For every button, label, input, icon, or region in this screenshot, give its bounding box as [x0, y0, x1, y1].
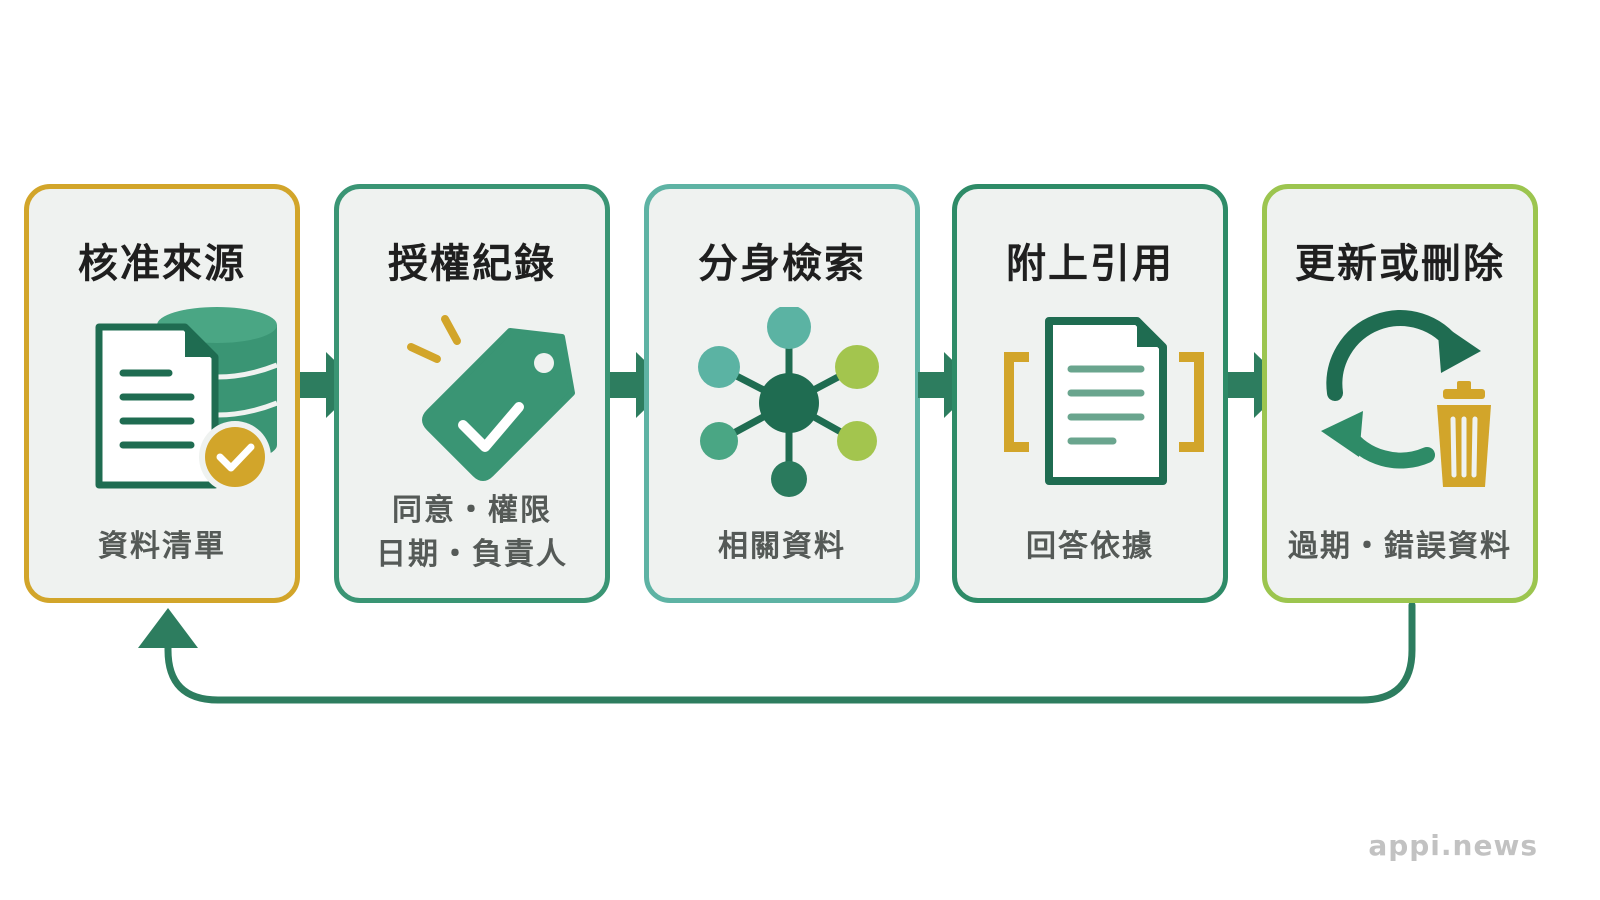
document-database-check-icon [95, 307, 277, 493]
step-subtitle: 資料清單 [29, 525, 295, 569]
step-subtitle-line: 同意・權限 [392, 493, 552, 528]
step-title: 更新或刪除 [1295, 241, 1505, 287]
step-card-approved-sources: 核准來源 資料清單 [24, 184, 300, 603]
step-subtitle: 相關資料 [649, 525, 915, 569]
step-card-update-or-delete: 更新或刪除 過期・錯誤資料 [1262, 184, 1538, 603]
step-subtitle: 回答依據 [957, 525, 1223, 569]
step-subtitle: 同意・權限 日期・負責人 [339, 489, 605, 577]
step-card-attach-citations: 附上引用 回答依據 [952, 184, 1228, 603]
step-subtitle-line: 資料清單 [98, 529, 226, 564]
step-title: 分身檢索 [698, 241, 866, 287]
step-subtitle-line: 日期・負責人 [376, 537, 568, 572]
step-title: 核准來源 [78, 241, 246, 287]
watermark: appi.news [1368, 829, 1538, 862]
step-card-authorization-records: 授權紀錄 同意・權限 日期・負責人 [334, 184, 610, 603]
tag-check-icon [407, 315, 575, 481]
network-nodes-icon [698, 307, 879, 497]
step-title: 附上引用 [1006, 241, 1174, 287]
step-card-twin-retrieval: 分身檢索 相關資料 [644, 184, 920, 603]
step-subtitle-line: 相關資料 [718, 529, 846, 564]
step-subtitle-line: 過期・錯誤資料 [1288, 529, 1512, 564]
bracketed-document-icon [1004, 317, 1204, 485]
refresh-trash-icon [1321, 310, 1491, 487]
step-title: 授權紀錄 [388, 241, 556, 287]
step-subtitle: 過期・錯誤資料 [1267, 525, 1533, 569]
step-subtitle-line: 回答依據 [1026, 529, 1154, 564]
